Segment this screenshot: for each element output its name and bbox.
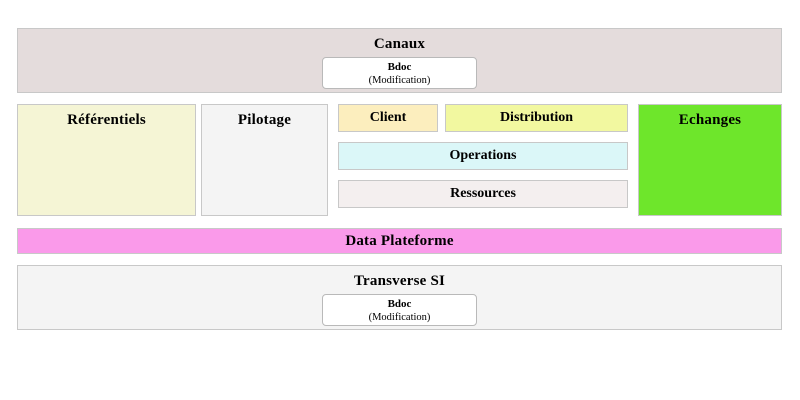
transverse-si-panel[interactable]: Transverse SI Bdoc (Modification) (17, 265, 782, 330)
transverse-si-bdoc-sublabel: (Modification) (368, 312, 431, 323)
center-top-row: Client Distribution (338, 104, 628, 132)
pilotage-title: Pilotage (237, 112, 292, 128)
operations-box[interactable]: Operations (338, 142, 628, 170)
canaux-bdoc-label: Bdoc (387, 61, 412, 73)
canaux-bdoc-sublabel: (Modification) (368, 75, 431, 86)
middle-band: Référentiels Pilotage Client Distributio… (17, 104, 782, 216)
pilotage-panel[interactable]: Pilotage (201, 104, 328, 216)
canaux-bdoc-box[interactable]: Bdoc (Modification) (322, 57, 477, 89)
operations-label: Operations (449, 148, 517, 163)
echanges-panel[interactable]: Echanges (638, 104, 782, 216)
echanges-title: Echanges (678, 112, 742, 128)
canaux-title: Canaux (373, 36, 426, 52)
transverse-si-bdoc-label: Bdoc (387, 298, 412, 310)
ressources-box[interactable]: Ressources (338, 180, 628, 208)
client-box[interactable]: Client (338, 104, 438, 132)
referentiels-title: Référentiels (67, 112, 146, 128)
transverse-si-title: Transverse SI (353, 273, 446, 289)
transverse-si-bdoc-box[interactable]: Bdoc (Modification) (322, 294, 477, 326)
client-label: Client (369, 110, 407, 125)
referentiels-panel[interactable]: Référentiels (17, 104, 196, 216)
data-plateforme-title: Data Plateforme (345, 233, 454, 249)
architecture-diagram: Canaux Bdoc (Modification) Référentiels … (17, 28, 782, 330)
ressources-label: Ressources (450, 186, 516, 201)
data-plateforme-bar[interactable]: Data Plateforme (17, 228, 782, 254)
distribution-label: Distribution (499, 110, 574, 125)
distribution-box[interactable]: Distribution (445, 104, 628, 132)
canaux-panel[interactable]: Canaux Bdoc (Modification) (17, 28, 782, 93)
center-column: Client Distribution Operations Ressource… (338, 104, 628, 216)
